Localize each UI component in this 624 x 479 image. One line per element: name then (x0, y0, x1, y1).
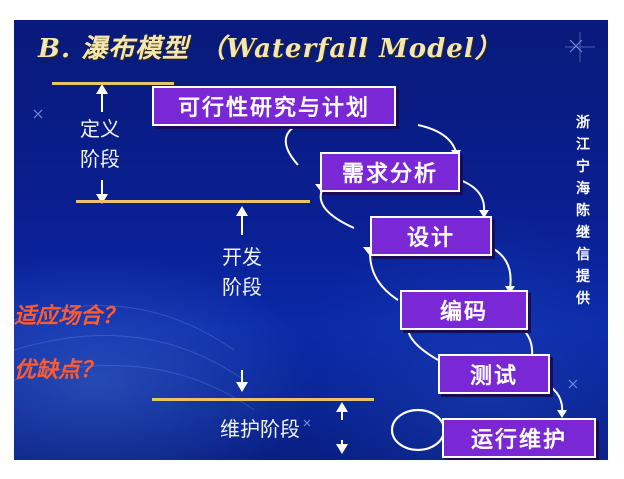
step-feasibility-planning: 可行性研究与计划 (152, 86, 396, 126)
phase-definition-label: 定义阶段 (80, 117, 120, 171)
step-testing: 测试 (438, 354, 550, 394)
question-pros-cons: 优缺点？ (14, 358, 103, 383)
step-design: 设计 (370, 216, 492, 256)
slide: B. 瀑布模型 （Waterfall Model） 定义阶段 开发阶段 维护阶段… (14, 20, 608, 460)
step-operation-maintenance: 运行维护 (442, 418, 596, 458)
phase-maintenance-label: 维护阶段 (220, 417, 300, 441)
phase-development-label: 开发阶段 (222, 245, 262, 299)
rule-top (52, 82, 174, 85)
step-requirements-analysis: 需求分析 (320, 152, 460, 192)
rule-definition-end (76, 200, 310, 203)
background-decoration (14, 32, 595, 454)
step-coding: 编码 (400, 290, 528, 330)
credit-text: 浙江宁海陈继信提供 (576, 115, 590, 307)
rule-development-end (152, 398, 374, 401)
slide-title: B. 瀑布模型 （Waterfall Model） (38, 34, 502, 64)
question-applicable-scenarios: 适应场合？ (14, 304, 125, 329)
